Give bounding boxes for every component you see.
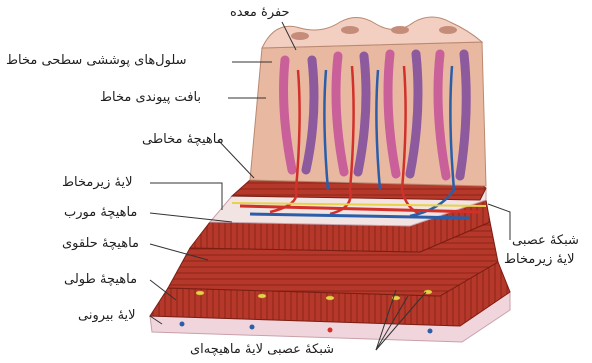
label-myenteric-plexus: شبکهٔ عصبی لایهٔ ماهیچه‌ای (190, 342, 334, 358)
label-muscularis-mucosae: ماهیچهٔ مخاطی (142, 132, 224, 148)
gastric-pit (291, 32, 309, 40)
label-circular-muscle: ماهیچهٔ حلقوی (62, 236, 139, 252)
label-gastric-pit: حفرهٔ معده (230, 5, 290, 21)
label-lamina-propria: بافت پیوندی مخاط (100, 90, 201, 106)
label-submucosal-plexus-line1: شبکهٔ عصبی (512, 233, 579, 249)
label-serosa: لایهٔ بیرونی (78, 308, 136, 324)
label-surface-mucous-cells: سلول‌های پوششی سطحی مخاط (6, 53, 187, 69)
gastric-pit (341, 26, 359, 34)
label-submucosal-plexus-line2: لایهٔ زیرمخاط (504, 252, 575, 268)
label-longitudinal-muscle: ماهیچهٔ طولی (64, 272, 137, 288)
label-submucosa: لایهٔ زیرمخاط (62, 175, 133, 191)
label-oblique-muscle: ماهیچهٔ مورب (64, 205, 137, 221)
gastric-pit (439, 26, 457, 34)
gastric-pit (391, 26, 409, 34)
